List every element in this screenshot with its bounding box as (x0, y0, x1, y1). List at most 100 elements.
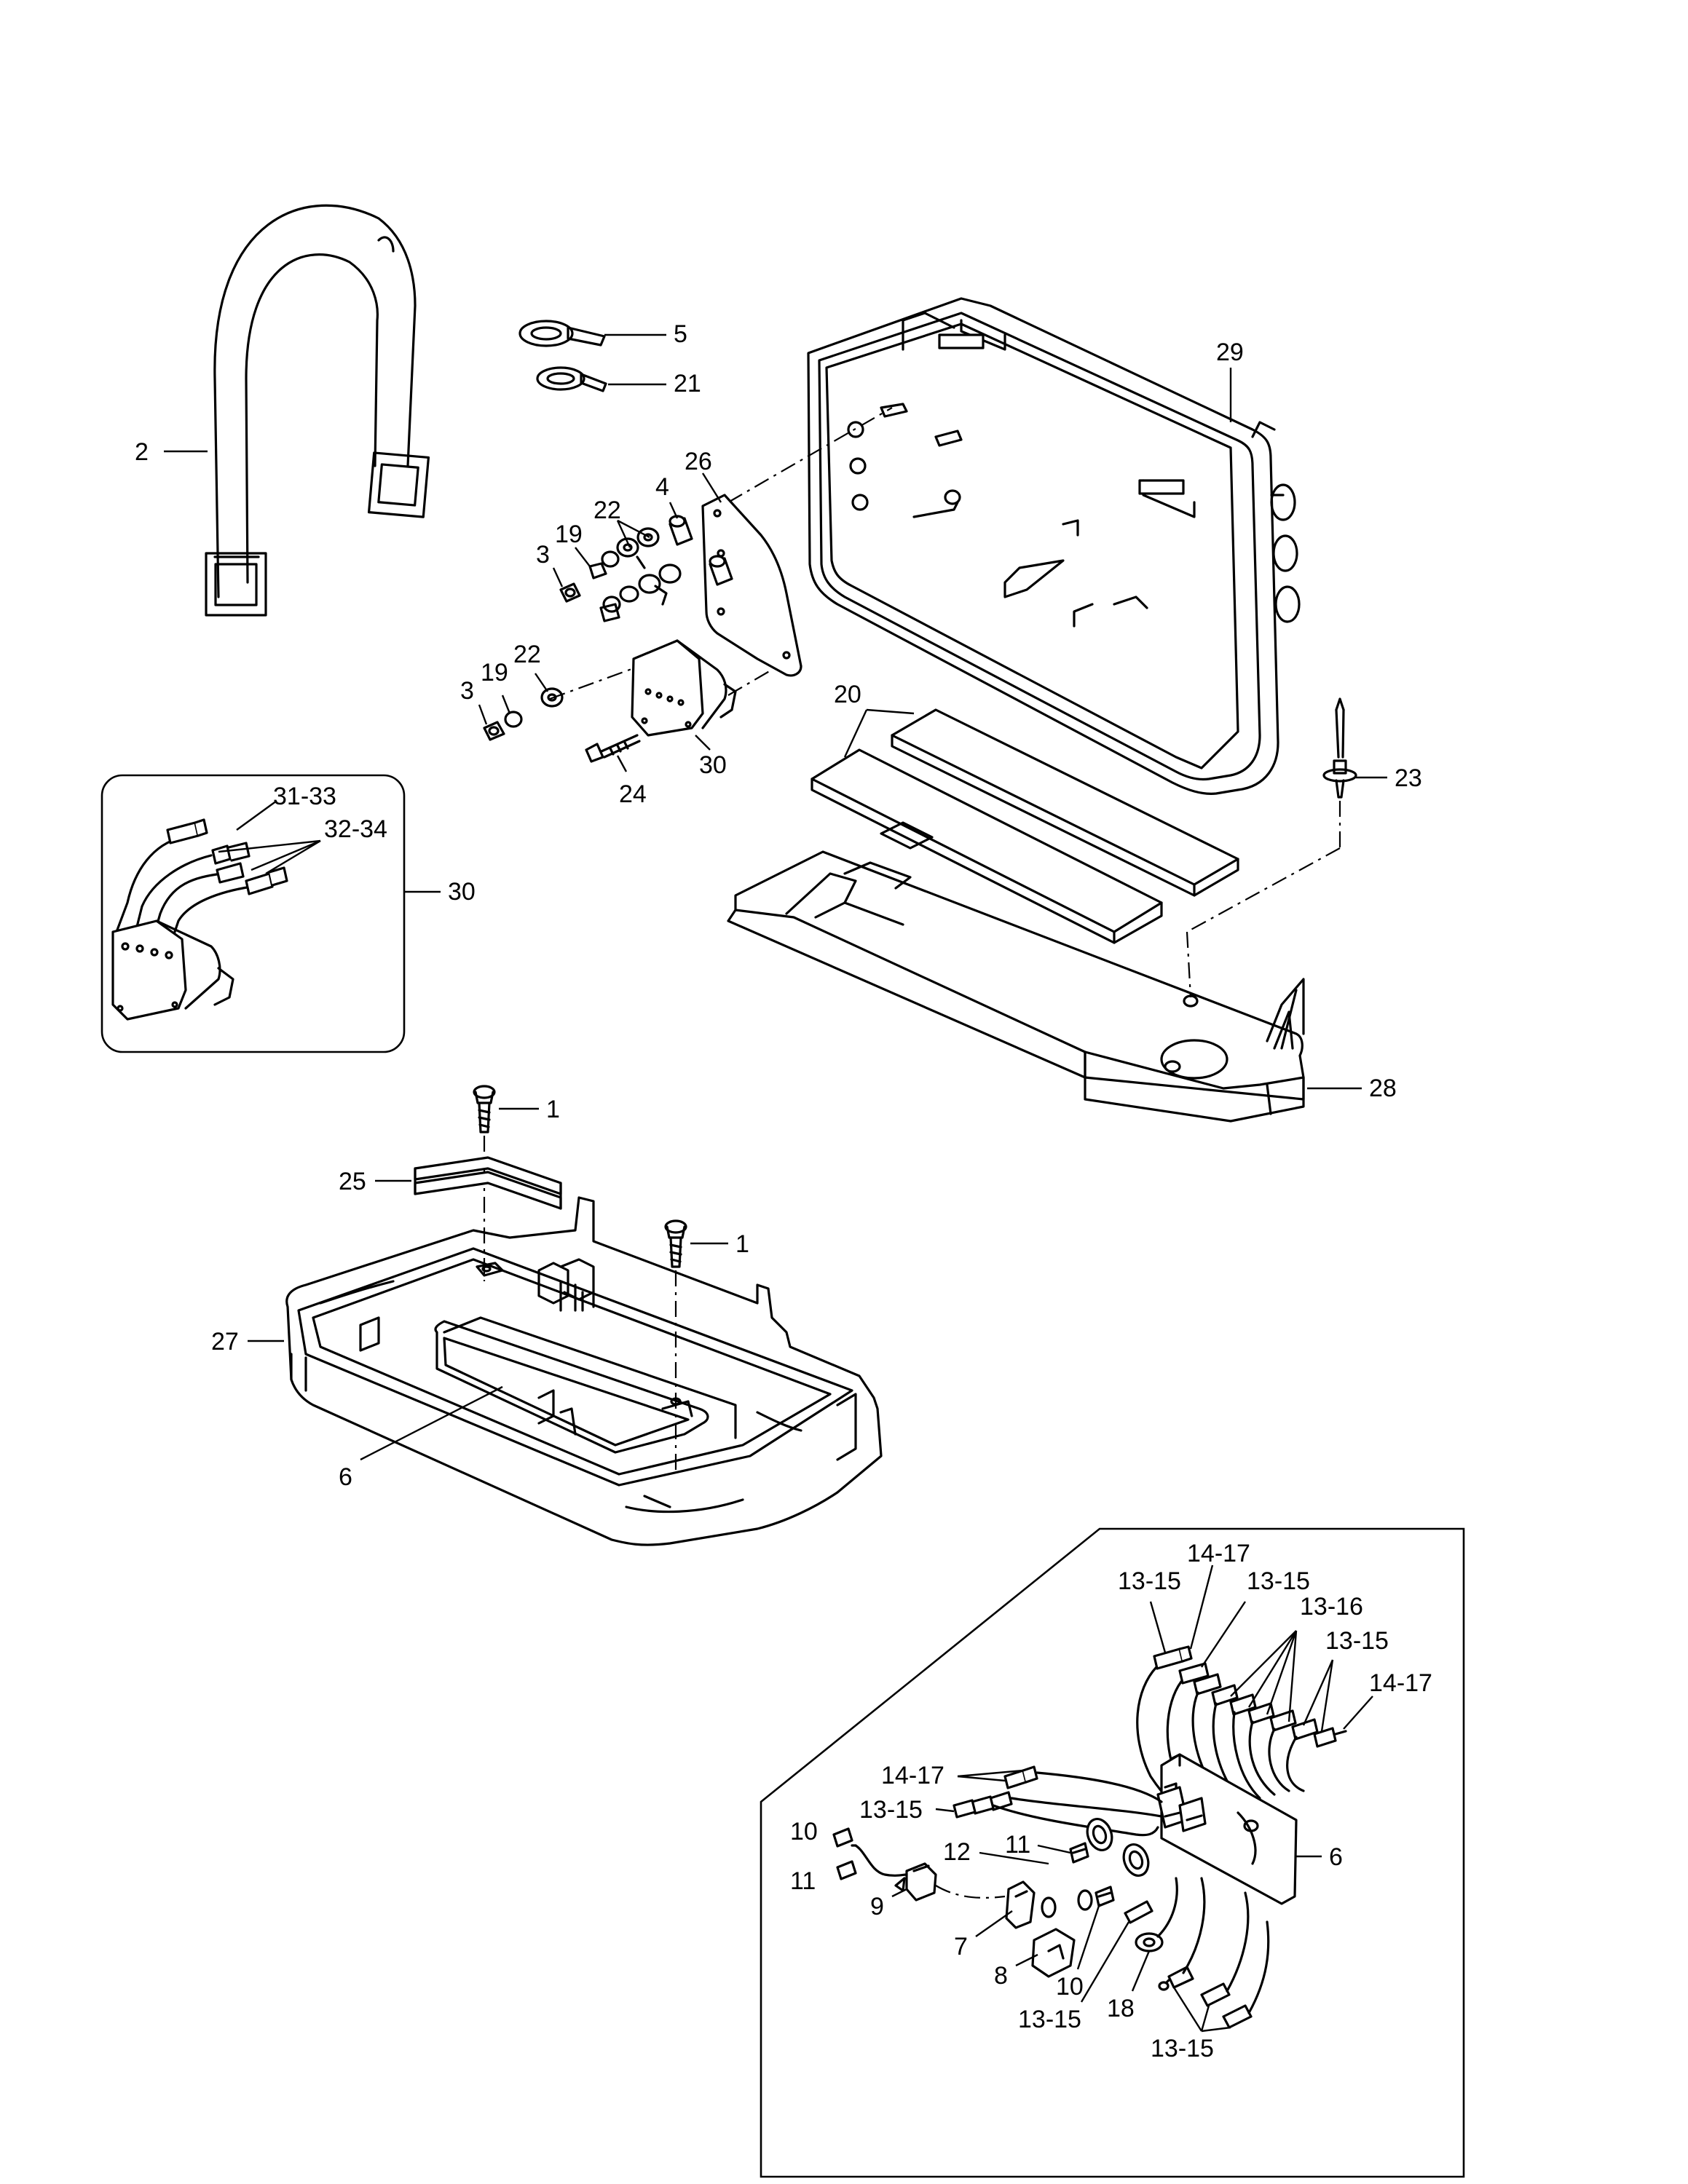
leader-13-15f3 (1201, 2026, 1231, 2033)
leader-13-16b (1247, 1630, 1298, 1708)
leader-22a (617, 519, 650, 539)
leader-3a (552, 567, 564, 587)
callout-13-15-c: 13-15 (1325, 1627, 1389, 1655)
callout-4: 4 (655, 473, 669, 501)
callout-32-34: 32-34 (324, 815, 387, 843)
callout-5: 5 (674, 320, 687, 348)
leader-8 (1015, 1953, 1038, 1967)
leader-11a (1037, 1844, 1071, 1854)
bolt-1-upper (473, 1085, 496, 1133)
leader-13-15f2 (1200, 2005, 1210, 2032)
callout-7: 7 (954, 1933, 968, 1961)
leader-20b (843, 709, 868, 758)
leader-18 (1131, 1950, 1151, 1992)
callout-13-15-b: 13-15 (1247, 1567, 1310, 1595)
callout-22-lower: 22 (513, 641, 541, 668)
callout-30-upper: 30 (699, 751, 727, 779)
leader-13-16d (1287, 1630, 1298, 1722)
callout-14-17-right: 14-17 (1369, 1669, 1432, 1697)
callout-11-left: 11 (790, 1867, 816, 1895)
cable-tie-5 (518, 320, 606, 347)
leader-24 (616, 755, 628, 772)
leader-13-16a (1230, 1630, 1297, 1697)
leader-10b (1076, 1903, 1101, 1970)
leader-14-17c2 (957, 1769, 1024, 1778)
spacer-4 (669, 515, 733, 586)
callout-11-top: 11 (1005, 1831, 1030, 1859)
callout-19-upper: 19 (555, 521, 583, 548)
callout-31-33: 31-33 (273, 783, 336, 810)
callout-13-15-f: 13-15 (1151, 2035, 1214, 2062)
callout-22-upper: 22 (593, 496, 621, 524)
leader-12 (979, 1851, 1049, 1865)
callout-2: 2 (135, 438, 149, 466)
callout-30-inset: 30 (448, 878, 476, 906)
hardware-lower (483, 687, 564, 741)
callout-8: 8 (994, 1962, 1008, 1990)
hardware-upper (559, 527, 682, 622)
box-fittings (1270, 483, 1301, 623)
callout-19-lower: 19 (481, 659, 508, 687)
callout-18: 18 (1107, 1995, 1135, 2022)
leader-19b (501, 695, 511, 714)
leader-22b (535, 673, 548, 692)
leader-22a-2 (616, 520, 631, 548)
leader-31-33 (236, 800, 277, 831)
callout-27: 27 (211, 1328, 239, 1356)
axis-plate-box (727, 407, 893, 503)
axis-module-2 (727, 669, 773, 696)
leader-13-15d (935, 1808, 955, 1813)
inset-module-leads (111, 818, 288, 1021)
leader-13-15e (1080, 1921, 1130, 2003)
leader-4 (669, 502, 679, 519)
axis-pin-2 (1186, 847, 1341, 933)
callout-26: 26 (685, 448, 712, 475)
callout-13-15-e: 13-15 (1018, 2006, 1081, 2033)
leader-13-16c (1266, 1630, 1298, 1715)
callout-28: 28 (1369, 1075, 1397, 1102)
callout-25: 25 (339, 1168, 366, 1195)
harness-connectors (832, 1645, 1347, 2029)
leader-20a (866, 708, 915, 715)
battery-box (807, 297, 1301, 795)
leader-14-17a (1189, 1564, 1214, 1650)
leader-19a (575, 547, 591, 567)
strap (205, 204, 430, 617)
leader-30a (695, 735, 711, 751)
screw-24 (585, 734, 641, 763)
callout-3-lower: 3 (460, 677, 474, 705)
inset-frame-module (100, 774, 406, 1053)
callout-10-top: 10 (790, 1818, 818, 1845)
callout-6-board: 6 (1329, 1843, 1343, 1871)
callout-10-bottom: 10 (1056, 1973, 1084, 2001)
leader-13-15f1 (1172, 1987, 1203, 2032)
callout-24: 24 (619, 780, 647, 808)
leader-6a (360, 1385, 503, 1461)
callout-1-upper: 1 (546, 1096, 560, 1123)
callout-6-tray: 6 (339, 1463, 352, 1491)
leader-3b (478, 704, 488, 725)
callout-21: 21 (674, 370, 701, 397)
callout-1-lower: 1 (735, 1230, 749, 1258)
inset-frame-harness (760, 1527, 1465, 2178)
cable-tie-21 (536, 366, 607, 392)
lower-tray-27 (285, 1196, 883, 1546)
leader-32-34c (265, 839, 321, 875)
callout-9: 9 (870, 1893, 884, 1920)
callout-14-17-top: 14-17 (1187, 1540, 1250, 1567)
callout-12: 12 (943, 1838, 971, 1866)
leader-13-15c2 (1320, 1659, 1334, 1732)
callout-3-upper: 3 (536, 541, 550, 569)
leader-13-15a (1149, 1601, 1167, 1653)
callout-29: 29 (1216, 339, 1244, 366)
leader-9 (891, 1888, 907, 1898)
module-30 (631, 639, 737, 737)
bolt-1-lower (664, 1219, 687, 1268)
seal-25 (414, 1156, 562, 1210)
leader-32-34a (218, 839, 321, 853)
leader-26 (701, 472, 722, 503)
push-pin-23 (1322, 697, 1357, 799)
mounting-plate (701, 494, 802, 677)
callout-14-17-left: 14-17 (881, 1762, 944, 1789)
leader-32-34b (251, 839, 321, 871)
